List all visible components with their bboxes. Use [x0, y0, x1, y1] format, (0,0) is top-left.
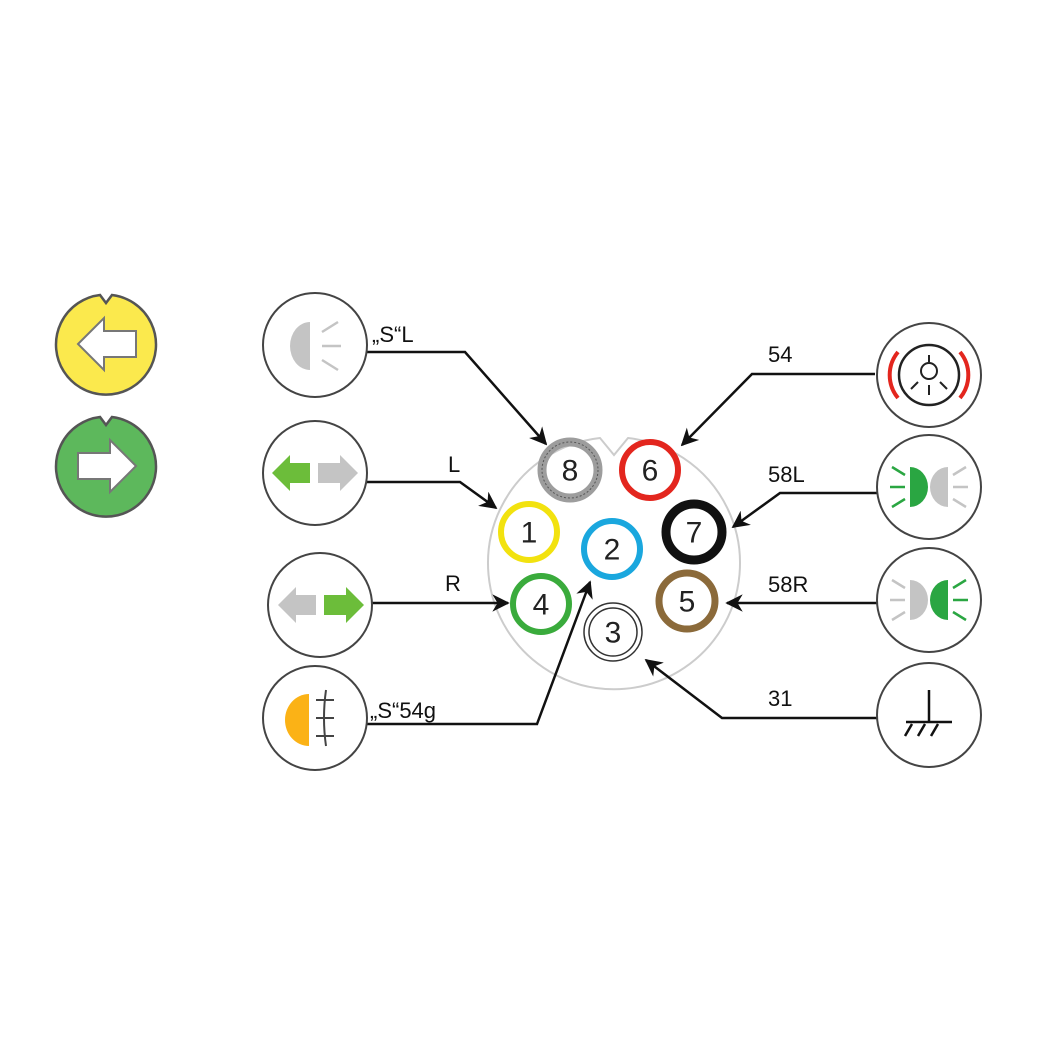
label-sl: „S“L [372, 322, 414, 347]
svg-text:3: 3 [605, 617, 622, 650]
label-l: L [448, 452, 460, 477]
label-s54g: „S“54g [370, 698, 436, 723]
pin-1: 1 [498, 501, 560, 563]
label-54: 54 [768, 342, 792, 367]
svg-text:1: 1 [521, 517, 538, 550]
label-58r: 58R [768, 572, 808, 597]
wire-s54g [367, 580, 593, 726]
wire-l [367, 480, 498, 510]
brake-warning-light-icon [876, 322, 982, 428]
wire-31 [644, 658, 877, 720]
svg-text:5: 5 [679, 586, 696, 619]
pin-2: 2 [581, 518, 643, 580]
rear-fog-light-icon [262, 292, 368, 398]
fog-light-icon [262, 665, 368, 771]
right-turn-legend-icon [54, 415, 158, 518]
left-tail-light-icon [876, 434, 982, 540]
pin-6: 6 [619, 439, 681, 501]
pin-7: 7 [661, 499, 727, 565]
svg-text:4: 4 [533, 589, 550, 622]
pin-3: 3 [583, 602, 643, 662]
right-indicator-icon [267, 552, 373, 658]
wire-54 [680, 372, 875, 447]
label-31: 31 [768, 686, 792, 711]
pin-8: 8 [537, 437, 603, 503]
svg-text:6: 6 [642, 455, 659, 488]
pin-4: 4 [510, 573, 572, 635]
ground-icon [876, 662, 982, 768]
left-turn-legend-icon [54, 293, 158, 396]
wire-sl [367, 350, 548, 446]
svg-text:2: 2 [604, 534, 621, 567]
label-r: R [445, 571, 461, 596]
svg-text:8: 8 [562, 455, 579, 488]
wire-58l [731, 491, 877, 529]
right-tail-light-icon [876, 547, 982, 653]
left-indicator-icon [262, 420, 368, 526]
svg-text:7: 7 [686, 517, 703, 550]
pin-5: 5 [655, 569, 719, 633]
label-58l: 58L [768, 462, 805, 487]
